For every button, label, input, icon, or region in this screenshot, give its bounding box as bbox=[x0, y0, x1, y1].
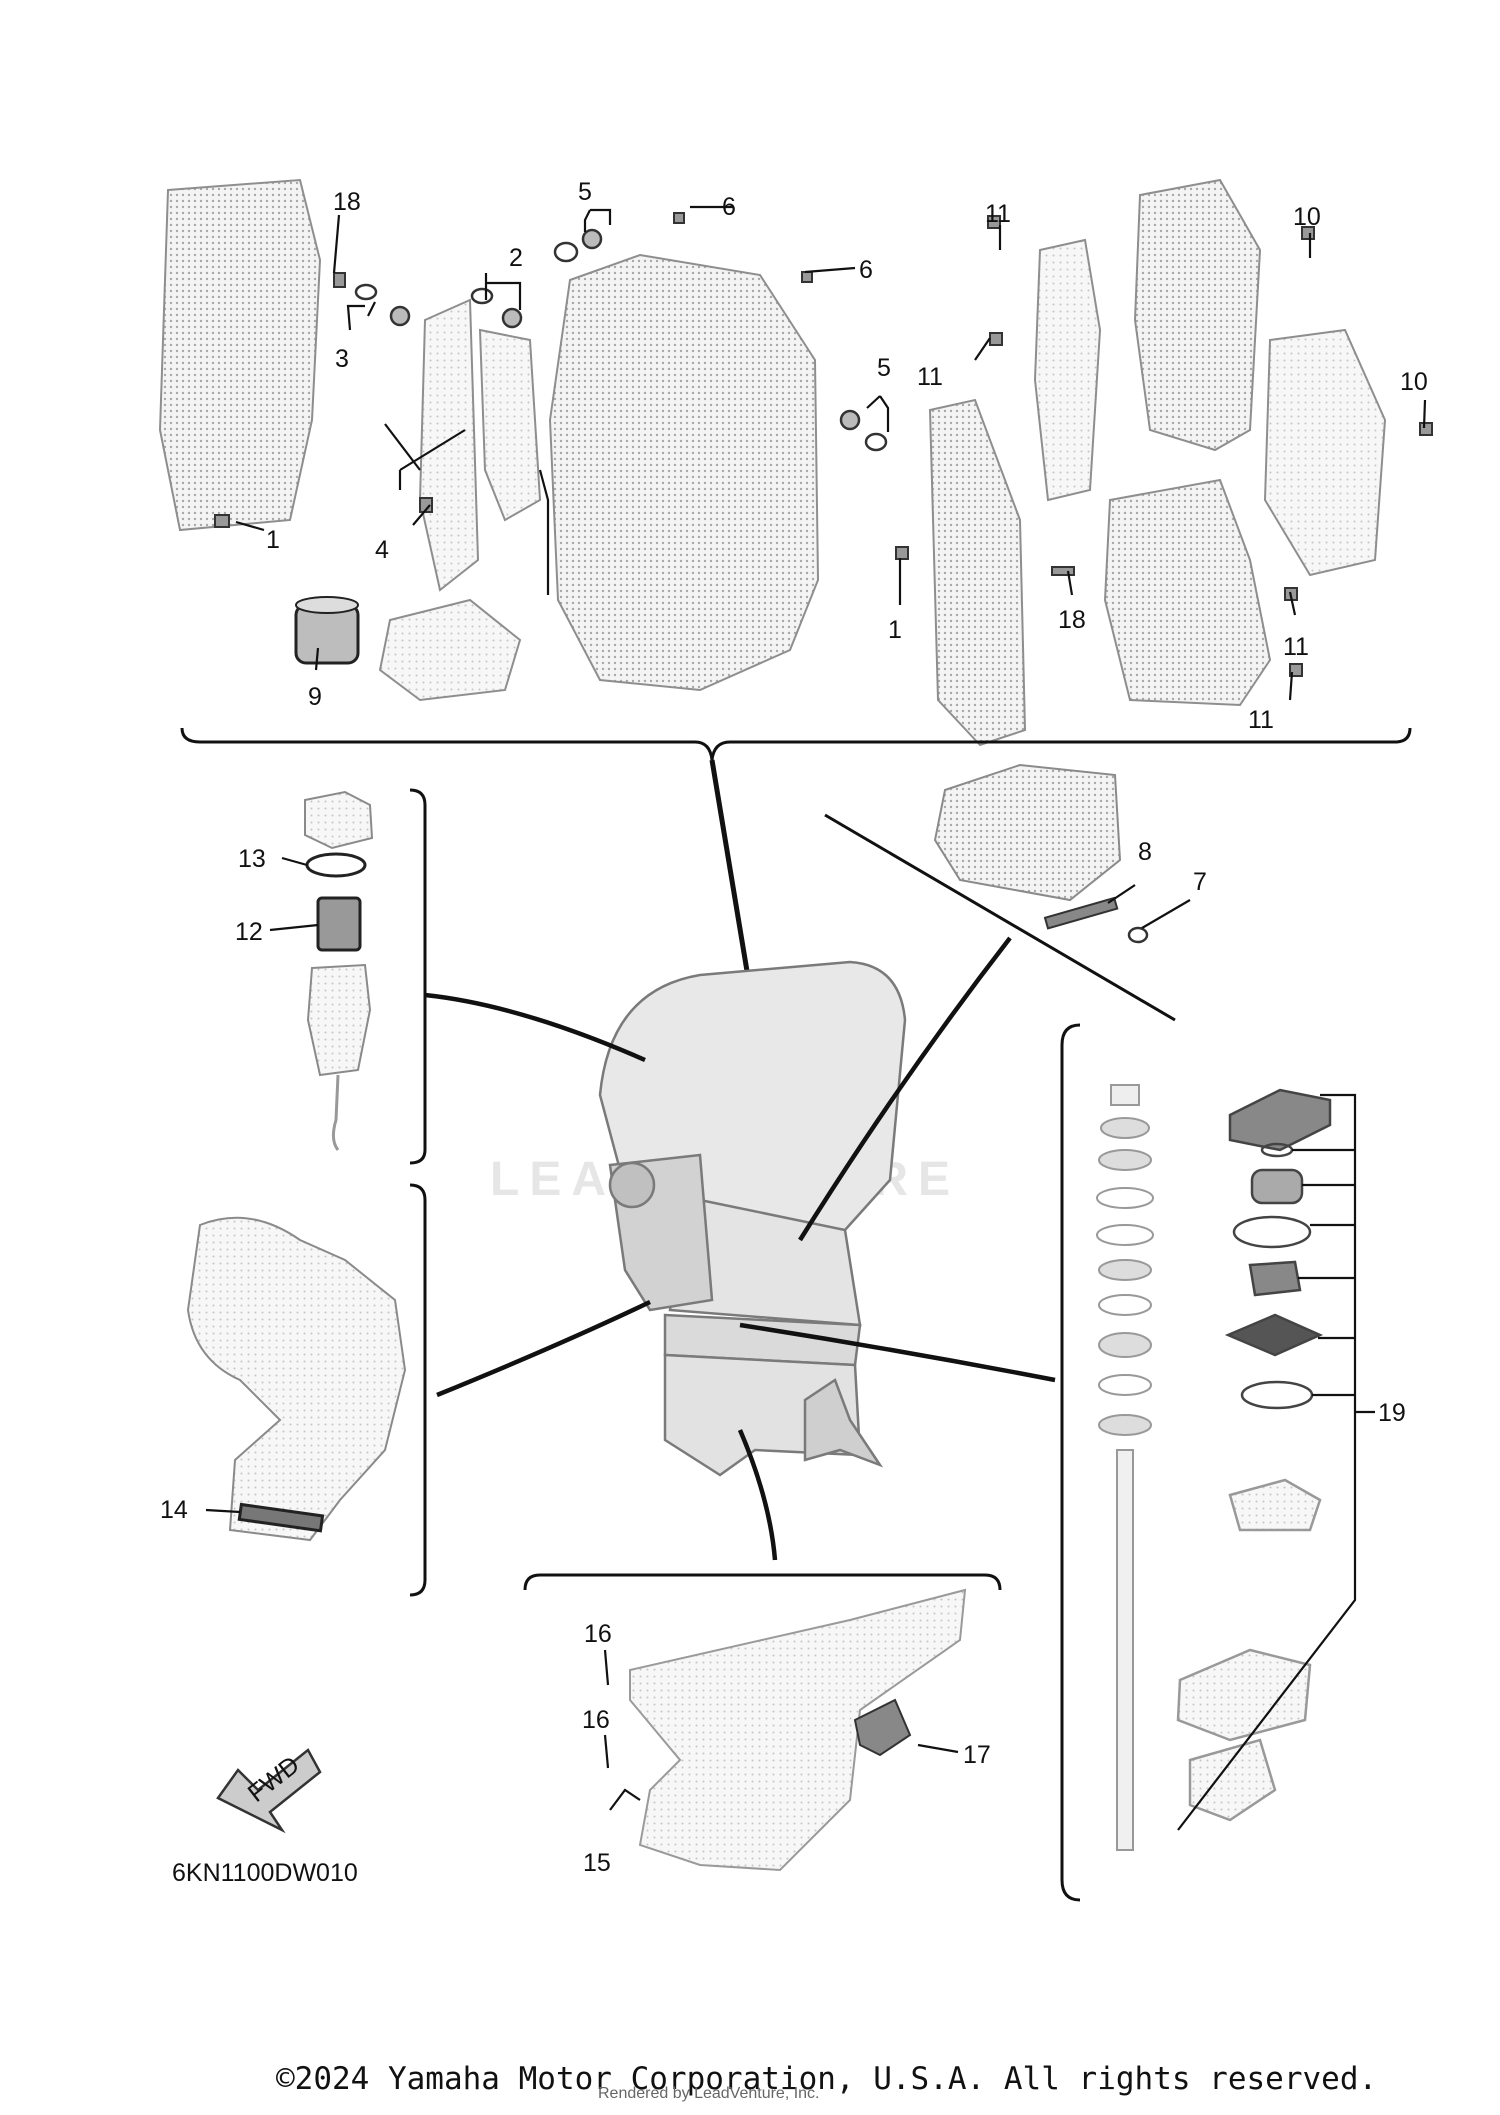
gear-case bbox=[629, 1588, 967, 1872]
anode-part bbox=[237, 1502, 325, 1533]
oil-filter-housing bbox=[378, 598, 522, 702]
swivel-bracket-parts bbox=[186, 1216, 407, 1542]
callout-8: 8 bbox=[1138, 838, 1152, 866]
water-pump-parts bbox=[1176, 1088, 1332, 1822]
pump-lower-housing bbox=[1228, 1478, 1322, 1532]
callout-15: 15 bbox=[583, 1849, 611, 1877]
right-cylinder-head bbox=[1263, 328, 1387, 577]
callout-4: 4 bbox=[375, 536, 389, 564]
engine-block-parts bbox=[158, 178, 1387, 747]
lower-unit-parts bbox=[629, 1588, 967, 1872]
filter-bowl bbox=[306, 963, 372, 1077]
fwd-arrow: FWD bbox=[216, 1748, 322, 1834]
filter-cap bbox=[304, 790, 374, 850]
oil-filter-part bbox=[294, 596, 360, 665]
callout-19: 19 bbox=[1378, 1399, 1406, 1427]
thermostat-seal bbox=[1127, 926, 1149, 944]
callout-6: 6 bbox=[859, 256, 873, 284]
left-gasket-plate bbox=[418, 298, 480, 592]
callout-1: 1 bbox=[266, 526, 280, 554]
leader-14 bbox=[205, 1508, 241, 1514]
exhaust-manifold bbox=[1133, 178, 1262, 452]
callout-6: 6 bbox=[722, 193, 736, 221]
callout-10: 10 bbox=[1293, 203, 1321, 231]
drawing-code: 6KN1100DW010 bbox=[172, 1859, 358, 1887]
fuel-leader-lines bbox=[269, 856, 319, 932]
callout-12: 12 bbox=[235, 918, 263, 946]
pump-base-plate bbox=[1188, 1738, 1277, 1822]
pump-housing bbox=[1228, 1088, 1332, 1152]
leader-lines-top bbox=[235, 205, 1427, 701]
rendered-by-credit: Rendered by LeadVenture, Inc. bbox=[598, 2085, 820, 2102]
callout-16: 16 bbox=[582, 1706, 610, 1734]
thermostat-leader-lines bbox=[1107, 884, 1191, 929]
thermostat-bracket bbox=[824, 813, 1176, 1022]
thermostat-housing bbox=[933, 763, 1122, 902]
left-cylinder-block bbox=[158, 178, 322, 532]
callout-3: 3 bbox=[335, 345, 349, 373]
pump-o-ring-large bbox=[1240, 1380, 1314, 1410]
drive-shaft bbox=[1116, 1449, 1134, 1851]
swivel-bracket bbox=[186, 1216, 407, 1542]
callout-17: 17 bbox=[963, 1741, 991, 1769]
fuel-filter-parts bbox=[304, 790, 374, 1151]
callout-10: 10 bbox=[1400, 368, 1428, 396]
cylinder-head-gasket bbox=[928, 398, 1027, 747]
callout-labels: 18 5 6 6 2 3 5 1 4 9 1 11 11 10 10 18 11… bbox=[160, 178, 1428, 1877]
callout-2: 2 bbox=[509, 244, 523, 272]
o-rings-top bbox=[354, 228, 888, 452]
callout-14: 14 bbox=[160, 1496, 188, 1524]
left-cover-plate bbox=[478, 328, 542, 522]
center-leader-lines bbox=[424, 936, 1056, 1561]
propeller bbox=[803, 1378, 884, 1468]
callout-11: 11 bbox=[1248, 706, 1274, 734]
pump-gasket-oval bbox=[1232, 1215, 1312, 1249]
pump-base-gasket bbox=[1176, 1648, 1312, 1742]
callout-5: 5 bbox=[578, 178, 592, 206]
pump-liner bbox=[1250, 1168, 1304, 1205]
filter-hose bbox=[331, 1074, 340, 1151]
main-crankcase bbox=[548, 253, 820, 692]
water-pump-bracket bbox=[1060, 1023, 1081, 1902]
callout-18: 18 bbox=[1058, 606, 1086, 634]
anode-bracket bbox=[409, 1183, 427, 1597]
callout-16: 16 bbox=[584, 1620, 612, 1648]
copyright-notice: ©2024 Yamaha Motor Corporation, U.S.A. A… bbox=[276, 2061, 1378, 2097]
thermostat-parts bbox=[933, 763, 1149, 944]
callout-11: 11 bbox=[1283, 633, 1309, 661]
lower-unit-bracket bbox=[523, 1573, 1002, 1591]
pump-impeller bbox=[1248, 1260, 1302, 1297]
outboard-motor-illustration bbox=[598, 960, 907, 1477]
callout-13: 13 bbox=[238, 845, 266, 873]
callout-11: 11 bbox=[917, 363, 943, 391]
fuel-filter-element bbox=[316, 896, 362, 952]
pump-plate bbox=[1224, 1313, 1324, 1357]
driveshaft-stack bbox=[1096, 1084, 1154, 1851]
thermostat-pin bbox=[1043, 896, 1119, 930]
callout-7: 7 bbox=[1193, 868, 1207, 896]
top-section-bracket bbox=[180, 727, 1412, 761]
trim-tab bbox=[853, 1698, 912, 1757]
water-pump-leader-lines bbox=[1177, 1093, 1375, 1831]
lower-unit-leader-lines bbox=[603, 1649, 959, 1811]
callout-1: 1 bbox=[888, 616, 902, 644]
callout-5: 5 bbox=[877, 354, 891, 382]
callout-9: 9 bbox=[308, 683, 322, 711]
callout-18: 18 bbox=[333, 188, 361, 216]
filter-o-ring bbox=[305, 852, 367, 878]
callout-11: 11 bbox=[985, 200, 1011, 228]
tilt-pivot bbox=[608, 1161, 656, 1209]
fuel-filter-bracket bbox=[409, 788, 427, 1165]
right-head-cover bbox=[1033, 238, 1102, 502]
intake-manifold bbox=[1103, 478, 1272, 707]
